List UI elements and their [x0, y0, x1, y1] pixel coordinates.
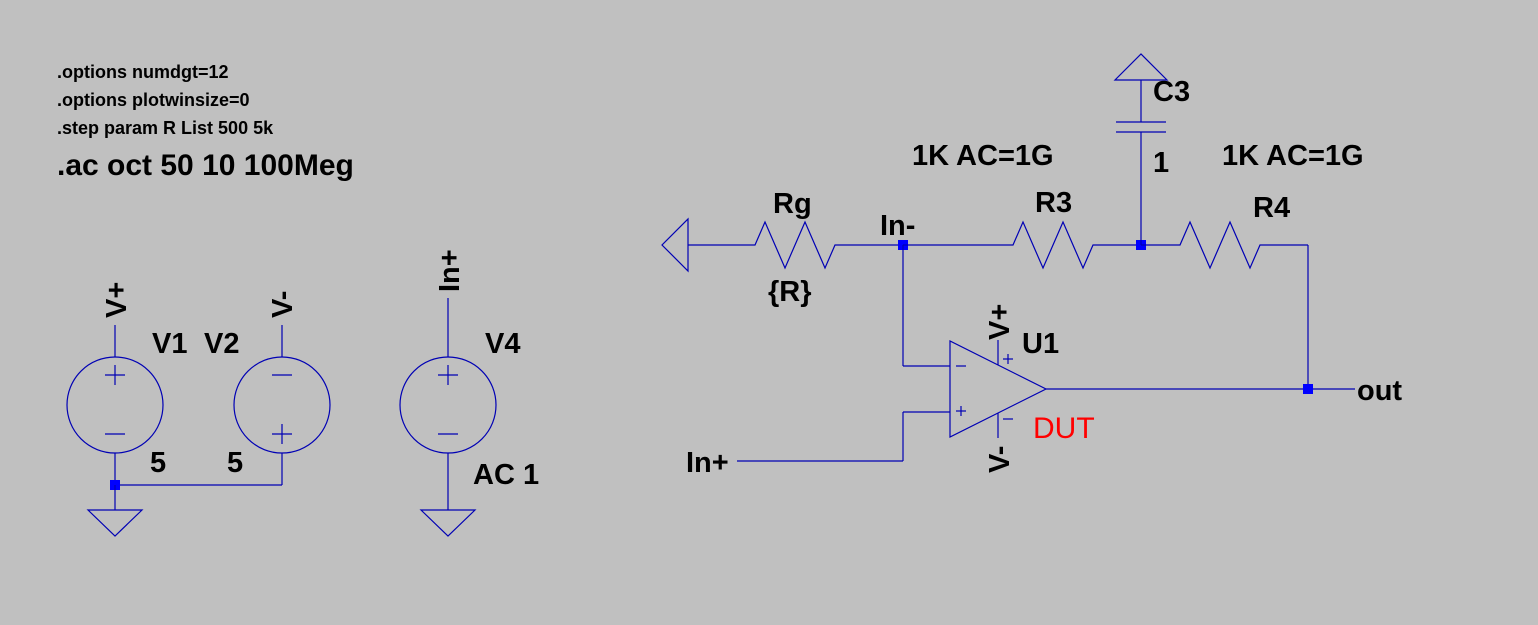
- v2-label[interactable]: V2: [204, 328, 239, 360]
- v4-source-symbol[interactable]: [399, 356, 497, 454]
- net-label-inminus[interactable]: In-: [880, 210, 915, 242]
- rg-value[interactable]: {R}: [768, 276, 812, 308]
- ground-icon[interactable]: [86, 509, 144, 537]
- net-label-opamp-vminus[interactable]: V-: [984, 446, 1016, 473]
- r3-value[interactable]: 1K AC=1G: [912, 140, 1054, 172]
- u1-model[interactable]: DUT: [1033, 412, 1095, 445]
- supply-sources: V+ V- V1 V2 5 5: [66, 282, 331, 537]
- directive-plotwinsize[interactable]: .options plotwinsize=0: [57, 90, 250, 110]
- r3-label[interactable]: R3: [1035, 187, 1072, 219]
- v1-label[interactable]: V1: [152, 328, 187, 360]
- net-label-inplus-opamp[interactable]: In+: [686, 447, 729, 479]
- net-label-out[interactable]: out: [1357, 375, 1402, 407]
- ground-icon[interactable]: [419, 509, 477, 537]
- r4-resistor-symbol[interactable]: [1170, 220, 1270, 270]
- input-source: In+ V4 AC 1: [399, 249, 539, 537]
- r4-label[interactable]: R4: [1253, 192, 1290, 224]
- c3-label[interactable]: C3: [1153, 76, 1190, 108]
- v4-label[interactable]: V4: [485, 328, 520, 360]
- directive-step[interactable]: .step param R List 500 5k: [57, 118, 274, 138]
- net-label-vminus[interactable]: V-: [267, 291, 299, 318]
- directive-numdgt[interactable]: .options numdgt=12: [57, 62, 229, 82]
- directive-ac[interactable]: .ac oct 50 10 100Meg: [57, 149, 354, 182]
- net-label-opamp-vplus[interactable]: V+: [984, 304, 1016, 340]
- net-label-vplus[interactable]: V+: [101, 282, 133, 318]
- amplifier-circuit: Rg {R} In- R3 1K AC=1G C3 1 R4 1K AC=1G: [661, 53, 1402, 479]
- rg-label[interactable]: Rg: [773, 188, 812, 220]
- rg-resistor-symbol[interactable]: [745, 220, 845, 270]
- r4-value[interactable]: 1K AC=1G: [1222, 140, 1364, 172]
- ground-icon[interactable]: [1113, 53, 1169, 81]
- c3-value[interactable]: 1: [1153, 147, 1169, 179]
- net-label-inplus-source[interactable]: In+: [434, 249, 466, 292]
- v1-value[interactable]: 5: [150, 447, 166, 479]
- v1-source-symbol[interactable]: [66, 356, 164, 454]
- v2-source-symbol[interactable]: [233, 356, 331, 454]
- ground-icon[interactable]: [661, 217, 689, 273]
- v2-value[interactable]: 5: [227, 447, 243, 479]
- junction-output[interactable]: [1303, 384, 1313, 394]
- spice-directives: .options numdgt=12 .options plotwinsize=…: [57, 62, 354, 182]
- r3-resistor-symbol[interactable]: [1003, 220, 1103, 270]
- u1-label[interactable]: U1: [1022, 328, 1059, 360]
- c3-capacitor-symbol[interactable]: [1116, 121, 1166, 133]
- v4-value[interactable]: AC 1: [473, 459, 539, 491]
